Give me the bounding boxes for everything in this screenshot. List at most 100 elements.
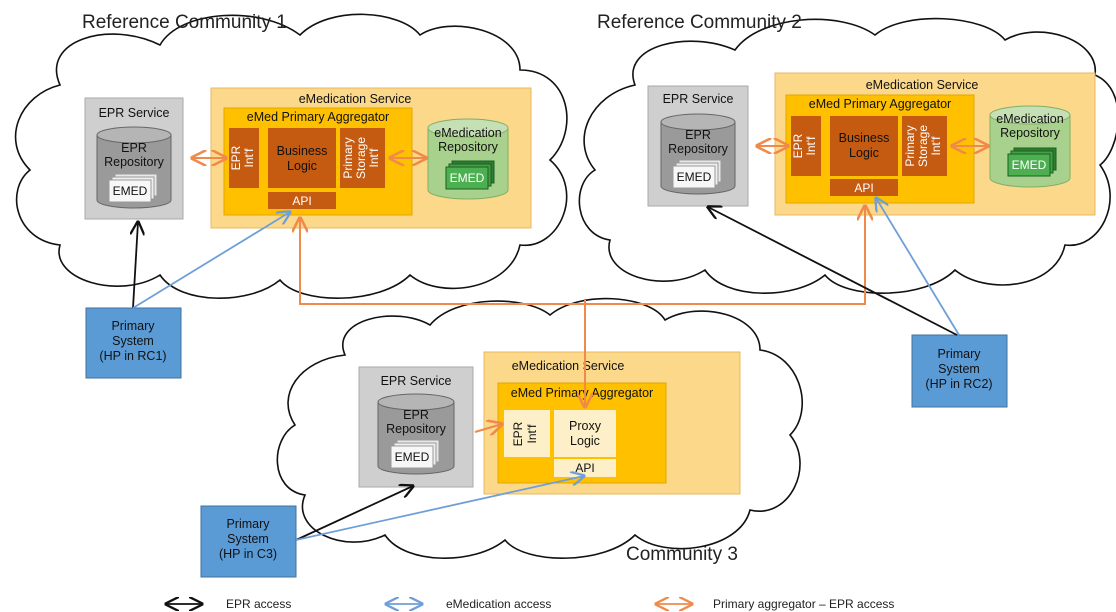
- epr-interface-box: [791, 116, 821, 176]
- emed-doc-label: EMED: [113, 184, 148, 198]
- legend-item-aggregator-access: Primary aggregator – EPR access: [656, 597, 894, 611]
- epr-interface-label: EPR: [511, 421, 525, 446]
- storage-interface-label: Int'f: [929, 136, 943, 156]
- connector-epr-access-c3: [295, 486, 413, 541]
- epr-interface-label: Int'f: [242, 148, 256, 168]
- epr-interface-label: Int'f: [804, 136, 818, 156]
- connector-emedication-access-rc1: [132, 212, 290, 309]
- emed-doc-label: EMED: [677, 170, 712, 184]
- emed-doc-label: EMED: [395, 450, 430, 464]
- connector-proxy-to-rc1-api: [300, 218, 586, 305]
- primary-system-c3: Primary System (HP in C3): [200, 505, 297, 578]
- logic-label: Business: [839, 131, 890, 145]
- epr-repository-label: Repository: [104, 155, 164, 169]
- primary-system-label: (HP in C3): [219, 547, 277, 561]
- primary-system-label: (HP in RC1): [99, 349, 166, 363]
- storage-interface-label: Primary: [341, 137, 355, 178]
- emed-doc-label: EMED: [1012, 158, 1047, 172]
- logic-label: Logic: [849, 146, 879, 160]
- proxy-logic-box: [554, 410, 616, 457]
- epr-service-title: EPR Service: [99, 106, 170, 120]
- primary-system-rc2: Primary System (HP in RC2): [911, 334, 1008, 408]
- emedication-service-rc1: eMedication Service eMed Primary Aggrega…: [210, 87, 532, 229]
- aggregator-title: eMed Primary Aggregator: [809, 97, 951, 111]
- connector-epr-access-rc2: [708, 207, 958, 336]
- logic-label: Business: [277, 144, 328, 158]
- legend-label: EPR access: [226, 597, 291, 611]
- emedication-repository-label: eMedication: [434, 126, 501, 140]
- connector-proxy-to-rc2-api: [585, 206, 865, 305]
- api-box: [830, 179, 898, 196]
- epr-service-title: EPR Service: [381, 374, 452, 388]
- epr-interface-label: EPR: [229, 145, 243, 170]
- legend-item-emedication-access: eMedication access: [386, 597, 551, 611]
- emedication-service-c3: eMedication Service eMed Primary Aggrega…: [483, 351, 741, 495]
- community-title-rc2: Reference Community 2: [597, 12, 802, 33]
- legend-label: eMedication access: [446, 597, 551, 611]
- epr-interface-box: [229, 128, 259, 188]
- emedication-repository-rc2: eMedication Repository EMED: [989, 105, 1071, 188]
- emedication-service-title: eMedication Service: [866, 78, 979, 92]
- api-box: [554, 459, 616, 477]
- storage-interface-label: Storage: [354, 137, 368, 179]
- storage-interface-label: Int'f: [367, 148, 381, 168]
- epr-interface-label: Int'f: [525, 424, 539, 444]
- primary-system-label: System: [938, 362, 980, 376]
- emedication-repository-rc1: eMedication Repository EMED: [427, 118, 509, 200]
- emedication-repository-label: eMedication: [996, 112, 1063, 126]
- epr-repository-label: EPR: [685, 128, 711, 142]
- aggregator-rc2: eMed Primary Aggregator EPR Int'f Busine…: [785, 94, 975, 204]
- epr-service-rc2: EPR Service EPR Repository EMED: [647, 85, 749, 207]
- epr-repository-label: EPR: [121, 141, 147, 155]
- primary-system-label: Primary: [937, 347, 981, 361]
- connector-emedication-access-c3: [295, 476, 584, 541]
- emedication-repository-label: Repository: [438, 140, 498, 154]
- primary-system-rc1: Primary System (HP in RC1): [85, 307, 182, 379]
- primary-system-label: System: [227, 532, 269, 546]
- primary-system-label: System: [112, 334, 154, 348]
- logic-label: Logic: [570, 434, 600, 448]
- business-logic-box: [268, 128, 336, 188]
- aggregator-rc1: eMed Primary Aggregator EPR Int'f Busine…: [223, 107, 413, 216]
- emed-document-stack: [108, 173, 158, 203]
- primary-system-label: (HP in RC2): [925, 377, 992, 391]
- emedication-repository-label: Repository: [1000, 126, 1060, 140]
- storage-interface-label: Storage: [916, 125, 930, 167]
- connector-emedication-access-rc2: [876, 198, 960, 336]
- connector-epr-access-rc1: [133, 222, 138, 309]
- community-title-rc1: Reference Community 1: [82, 12, 287, 33]
- epr-repository-label: Repository: [386, 422, 446, 436]
- aggregator-c3: eMed Primary Aggregator EPR Int'f Proxy …: [497, 382, 667, 484]
- api-box: [268, 192, 336, 209]
- epr-repository-label: EPR: [403, 408, 429, 422]
- emedication-service-title: eMedication Service: [299, 92, 412, 106]
- aggregator-title: eMed Primary Aggregator: [511, 386, 653, 400]
- api-label: API: [292, 194, 311, 208]
- emedication-service-rc2: eMedication Service eMed Primary Aggrega…: [774, 72, 1096, 216]
- community-title-c3: Community 3: [626, 544, 738, 565]
- emed-document-stack: [390, 439, 440, 469]
- epr-service-c3: EPR Service EPR Repository EMED: [358, 366, 474, 488]
- api-label: API: [575, 461, 594, 475]
- logic-label: Logic: [287, 159, 317, 173]
- legend: EPR access eMedication access Primary ag…: [166, 597, 894, 611]
- api-label: API: [854, 181, 873, 195]
- emed-doc-label: EMED: [450, 171, 485, 185]
- epr-service-rc1: EPR Service EPR Repository EMED: [84, 97, 184, 220]
- logic-label: Proxy: [569, 419, 602, 433]
- primary-system-label: Primary: [111, 319, 155, 333]
- aggregator-title: eMed Primary Aggregator: [247, 110, 389, 124]
- storage-interface-box: [902, 116, 947, 176]
- legend-label: Primary aggregator – EPR access: [713, 597, 894, 611]
- emedication-service-title: eMedication Service: [512, 359, 625, 373]
- connector-aggregator-epr-c3: [474, 424, 502, 432]
- primary-system-label: Primary: [226, 517, 270, 531]
- storage-interface-label: Primary: [903, 125, 917, 166]
- epr-repository-label: Repository: [668, 142, 728, 156]
- epr-interface-label: EPR: [791, 133, 805, 158]
- epr-interface-box: [504, 410, 550, 457]
- business-logic-box: [830, 116, 898, 176]
- legend-item-epr-access: EPR access: [166, 597, 291, 611]
- epr-service-title: EPR Service: [663, 92, 734, 106]
- emed-document-stack: [672, 159, 722, 189]
